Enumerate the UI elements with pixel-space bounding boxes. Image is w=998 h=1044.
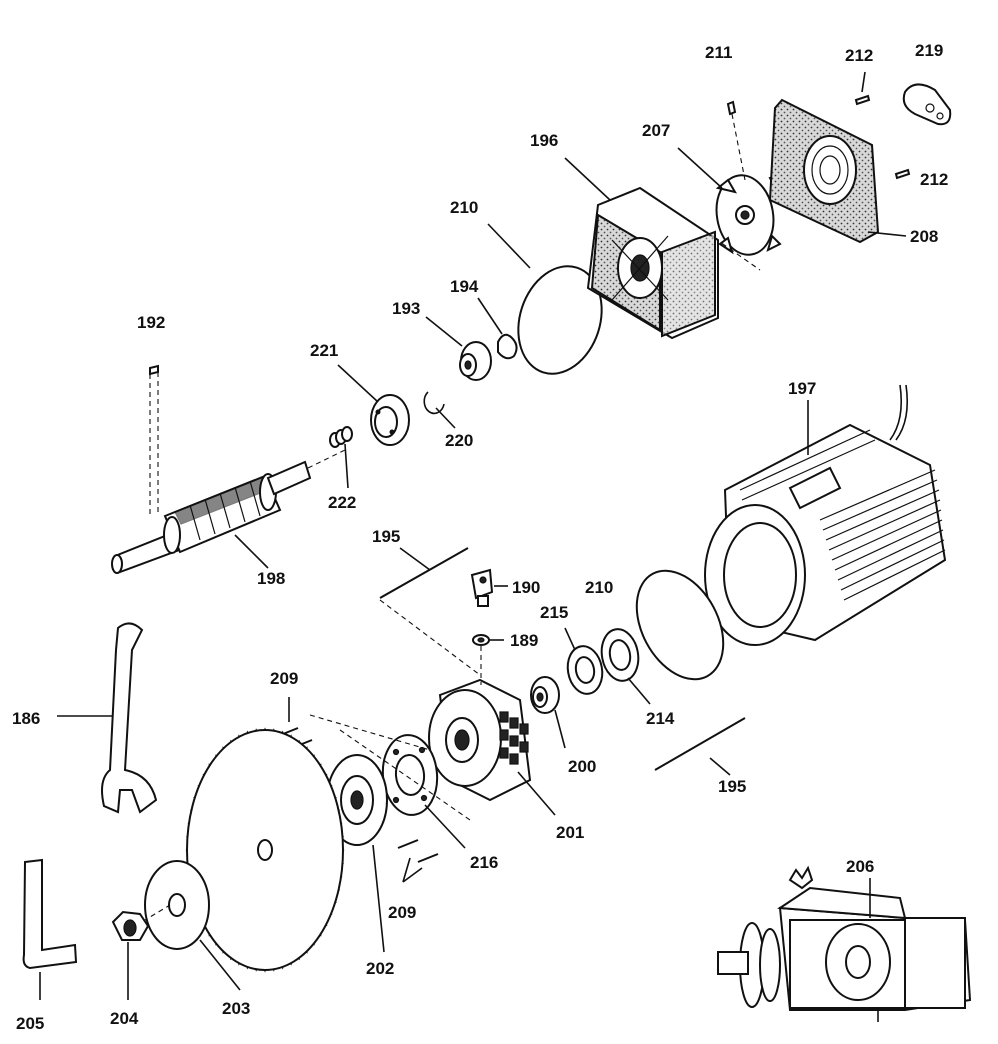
label-196: 196: [530, 131, 558, 150]
label-205: 205: [16, 1014, 44, 1033]
part-201-flange-housing: [428, 678, 556, 816]
part-206-assembly: [717, 865, 972, 1022]
label-208: 208: [910, 227, 938, 246]
part-210-belt-upper: [487, 223, 603, 375]
label-211: 211: [705, 43, 732, 62]
label-198: 198: [257, 569, 285, 588]
label-204: 204: [110, 1009, 139, 1028]
label-192: 192: [137, 313, 165, 332]
part-194-clip: [477, 297, 518, 360]
part-220-retaining-ring: [423, 391, 456, 429]
label-197: 197: [788, 379, 816, 398]
part-193-bearing: [425, 316, 492, 381]
label-219: 219: [915, 41, 943, 60]
part-215-plate: [564, 627, 604, 695]
label-212-lower: 212: [920, 170, 948, 189]
callout-labels: 186 189 190 192 193 194 195 195 196 197 …: [12, 41, 948, 1033]
label-209-lower: 209: [388, 903, 416, 922]
hex-key-icon: [22, 858, 78, 1000]
part-189-washer: [472, 634, 504, 685]
part-195-rod-lower: [654, 717, 746, 776]
part-209-screws: [277, 697, 471, 883]
label-195-upper: 195: [372, 527, 400, 546]
label-210-upper: 210: [450, 198, 478, 217]
label-209-upper: 209: [270, 669, 298, 688]
part-195-rod-upper: [379, 547, 481, 676]
part-207-fan: [677, 147, 784, 271]
label-210-lower: 210: [585, 578, 613, 597]
part-221-bearing-cap: [337, 364, 410, 446]
part-197-motor-housing: [704, 384, 947, 646]
label-212-upper: 212: [845, 46, 873, 65]
part-210-belt-lower: [635, 569, 725, 681]
label-206: 206: [846, 857, 874, 876]
label-207: 207: [642, 121, 670, 140]
part-203-washer: [119, 860, 241, 991]
part-192-pin: [149, 364, 159, 515]
part-219-nameplate: [902, 83, 952, 126]
label-214: 214: [646, 709, 675, 728]
part-212-screws: [854, 71, 911, 180]
part-204-nut: [111, 910, 150, 1000]
label-202: 202: [366, 959, 394, 978]
label-215: 215: [540, 603, 568, 622]
part-222-spring: [329, 426, 353, 489]
part-196-fan-housing: [564, 157, 719, 340]
label-194: 194: [450, 277, 479, 296]
part-214-gasket: [600, 628, 651, 705]
label-221: 221: [310, 341, 338, 360]
label-220: 220: [445, 431, 473, 450]
label-200: 200: [568, 757, 596, 776]
label-216: 216: [470, 853, 498, 872]
part-200-bearing: [530, 676, 566, 749]
part-208-fan-cover: [768, 98, 907, 244]
label-193: 193: [392, 299, 420, 318]
part-211-screw: [726, 100, 746, 181]
part-198-armature: [111, 449, 346, 574]
label-201: 201: [556, 823, 584, 842]
label-195-lower: 195: [718, 777, 746, 796]
label-186: 186: [12, 709, 40, 728]
part-190-bolt: [470, 568, 508, 607]
label-190: 190: [512, 578, 540, 597]
label-189: 189: [510, 631, 538, 650]
part-202-outer-flange: [326, 754, 388, 953]
label-203: 203: [222, 999, 250, 1018]
part-216-flange-plate: [381, 734, 466, 849]
saw-blade-icon: [185, 727, 345, 973]
open-end-wrench-icon: [57, 622, 158, 814]
label-222: 222: [328, 493, 356, 512]
